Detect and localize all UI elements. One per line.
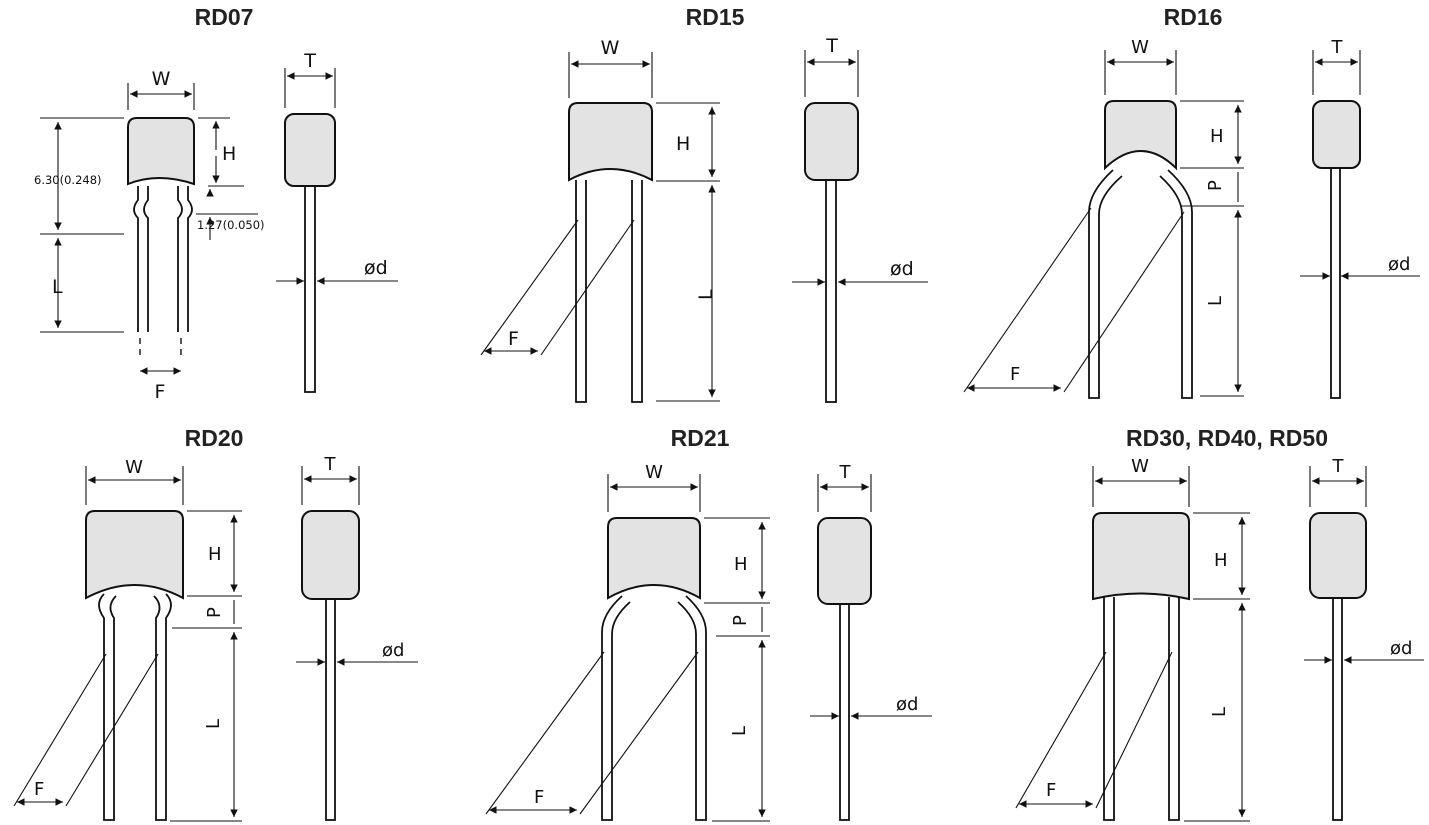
capacitor-body: [1312, 100, 1361, 169]
side-view: T ød: [1304, 456, 1424, 821]
front-view: W H P L F: [963, 37, 1244, 399]
lead-length-label: L: [729, 726, 750, 736]
thickness-label: T: [1332, 456, 1345, 477]
capacitor-body: [1092, 512, 1190, 601]
capacitor-body: [1104, 100, 1177, 171]
capacitor-body: [127, 117, 195, 186]
lead-diameter-label: ød: [364, 257, 388, 279]
lead-length-label: L: [1209, 707, 1230, 717]
thickness-label: T: [839, 462, 852, 483]
lead: [304, 185, 316, 393]
pitch-label: P: [1205, 180, 1226, 191]
kink-dimension-value: 1.27(0.050): [197, 218, 265, 232]
capacitor-body: [85, 510, 184, 600]
width-label: W: [645, 462, 663, 483]
width-label: W: [125, 457, 143, 478]
diagram-rd20: RD20 W H P L F T ød: [13, 425, 418, 822]
capacitor-body: [607, 517, 701, 600]
diagram-rd15: RD15 W H L F T ød: [480, 4, 928, 403]
lead-diameter-label: ød: [890, 258, 914, 280]
diagram-rd07: RD07 W 6.30(0.248) L H 1.27(0.050) F: [34, 4, 398, 403]
lead-right: [677, 595, 707, 821]
height-label: H: [734, 554, 748, 575]
lead: [839, 603, 850, 821]
lead-diameter-label: ød: [1390, 638, 1412, 659]
height-label: H: [676, 133, 690, 155]
lead-spacing-label: F: [155, 381, 166, 403]
lead-length-label: L: [203, 719, 224, 729]
thickness-label: T: [324, 454, 337, 475]
side-view: T ød: [1300, 37, 1420, 399]
width-label: W: [1131, 456, 1149, 477]
thickness-label: T: [825, 35, 838, 57]
side-view: T ød: [296, 454, 418, 821]
lead-right: [177, 186, 193, 332]
front-view: W H P L F: [485, 462, 770, 822]
front-view: W H L F: [480, 37, 720, 403]
width-label: W: [601, 37, 620, 59]
height-label: H: [222, 143, 236, 165]
lead-length-label: L: [1205, 296, 1226, 306]
lead-diameter-label: ød: [382, 640, 404, 661]
lead-length-label: L: [695, 289, 717, 300]
lead-spacing-label: F: [1046, 780, 1056, 801]
thickness-label: T: [1331, 37, 1344, 58]
capacitor-body: [284, 113, 336, 187]
lead-diameter-label: ød: [896, 694, 918, 715]
capacitor-body: [568, 102, 653, 182]
lead-left: [1088, 169, 1123, 399]
lead: [1330, 167, 1341, 399]
lead-left: [575, 180, 587, 403]
front-view: W H P L F: [13, 457, 242, 822]
side-view: T ød: [792, 35, 928, 403]
diagram-title: RD21: [671, 425, 730, 451]
capacitor-body: [804, 102, 859, 181]
capacitor-body: [1309, 512, 1367, 599]
diagram-title: RD16: [1164, 4, 1223, 30]
lead-spacing-label: F: [34, 779, 44, 800]
lead-right: [153, 593, 172, 821]
side-view: T ød: [276, 50, 398, 393]
front-view: W 6.30(0.248) L H 1.27(0.050) F: [34, 68, 265, 403]
diagram-title: RD07: [195, 4, 254, 30]
lead-spacing-label: F: [1010, 364, 1020, 385]
lead: [325, 598, 336, 821]
lead-left: [133, 186, 149, 332]
thickness-label: T: [303, 50, 316, 72]
height-label: H: [1214, 550, 1228, 571]
lead: [825, 179, 837, 403]
diagram-title: RD15: [686, 4, 745, 30]
capacitor-body: [301, 510, 360, 600]
capacitor-body: [817, 517, 872, 605]
pitch-label: P: [204, 607, 225, 618]
diagram-rd21: RD21 W H P L F T ød: [485, 425, 932, 822]
diagram-title: RD30, RD40, RD50: [1126, 425, 1328, 451]
lead-spacing-label: F: [508, 328, 519, 350]
diagram-rd16: RD16 W H P L F T ød: [963, 4, 1420, 399]
lead-spacing-label: F: [534, 787, 544, 808]
lead-diameter-label: ød: [1388, 254, 1410, 275]
lead-right: [1159, 169, 1193, 399]
front-view: W H L F: [1015, 456, 1250, 822]
lead-left: [98, 593, 117, 821]
body-dimension-value: 6.30(0.248): [34, 173, 102, 187]
lead-length-label: L: [52, 276, 63, 298]
lead-right: [1168, 597, 1180, 821]
lead-right: [631, 180, 643, 403]
diagram-title: RD20: [185, 425, 244, 451]
diagram-rd30-rd40-rd50: RD30, RD40, RD50 W H L F T ød: [1015, 425, 1424, 822]
side-view: T ød: [810, 462, 932, 821]
lead-left: [1103, 597, 1115, 821]
height-label: H: [208, 544, 222, 565]
width-label: W: [152, 68, 171, 90]
pitch-label: P: [730, 615, 751, 626]
height-label: H: [1210, 126, 1224, 147]
width-label: W: [1131, 37, 1149, 58]
lead: [1332, 597, 1343, 821]
lead-left: [601, 595, 631, 821]
